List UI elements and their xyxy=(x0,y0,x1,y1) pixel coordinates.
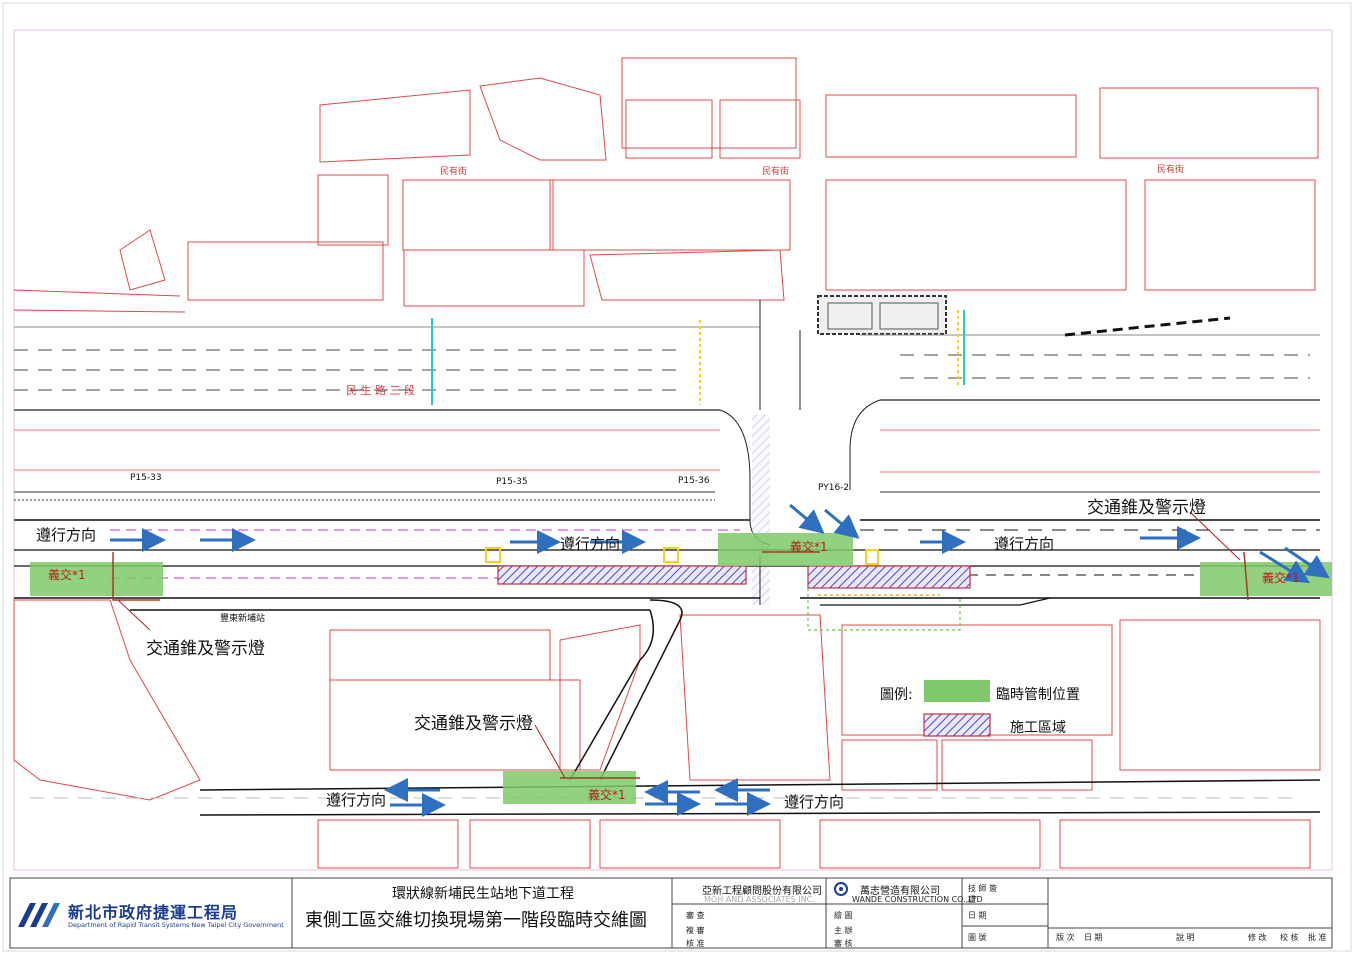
control-zone-west xyxy=(30,562,163,596)
consultant-english: MOH AND ASSOCIATES INC. xyxy=(704,895,815,904)
direction-label-center: 遵行方向 xyxy=(560,535,621,553)
pole-label-1: P15-33 xyxy=(130,473,162,483)
street-label-minyou-3: 民有街 xyxy=(1157,165,1185,175)
street-label-minyou-2: 民有街 xyxy=(762,167,790,177)
cone-callout-west: 交通錐及警示燈 xyxy=(146,639,265,659)
consultant-name: 亞新工程顧問股份有限公司 xyxy=(702,886,822,897)
road-name-label: 民 生 路 三 段 xyxy=(346,384,415,397)
rev-header-desc: 說 明 xyxy=(1176,933,1195,942)
pole-label-4: PY16-2 xyxy=(818,483,850,493)
contractor-english: WANDE CONSTRUCTION CO.,LTD xyxy=(852,895,983,904)
work-zones xyxy=(497,565,971,631)
drawing-number-label: 圖 號 xyxy=(968,933,987,942)
station-label: 豐東新埔站 xyxy=(220,614,266,624)
engineer-seal-label: 技 師 簽 證 xyxy=(968,884,998,904)
cone-lines xyxy=(112,551,1249,779)
legend-work-label: 施工區域 xyxy=(1010,720,1066,736)
agency-name: 新北市政府捷運工程局 xyxy=(68,903,239,922)
consultant-row-approve: 核 准 xyxy=(686,939,705,948)
rev-header-date: 日 期 xyxy=(1084,933,1103,942)
pole-label-3: P15-36 xyxy=(678,476,710,486)
legend-swatches xyxy=(923,680,991,737)
street-label-minyou-1: 民有街 xyxy=(440,167,468,177)
agency-logo-icon xyxy=(18,903,60,927)
project-title: 環狀線新埔民生站地下道工程 xyxy=(392,886,574,902)
contractor-row-lead: 主 辦 xyxy=(834,926,853,935)
direction-label-south-east: 遵行方向 xyxy=(784,793,845,811)
consultant-row-recheck: 複 審 xyxy=(686,926,705,935)
south-side-road xyxy=(30,597,1321,816)
work-zone-east xyxy=(807,565,971,589)
contractor-badge-icon xyxy=(834,882,848,896)
control-zone-center xyxy=(718,533,853,566)
median-strip xyxy=(14,429,1320,501)
control-zone-south xyxy=(503,771,636,804)
drawing-title: 東側工區交維切換現場第一階段臨時交維圖 xyxy=(305,910,647,931)
volunteer-flag-south: 義交*1 xyxy=(588,788,626,802)
rev-header-check: 校 核 xyxy=(1280,933,1299,942)
title-block-frame xyxy=(9,877,1333,949)
legend-control-label: 臨時管制位置 xyxy=(996,687,1080,703)
construction-block xyxy=(817,295,947,335)
agency-logo: 新北市政府捷運工程局 Department of Rapid Transit S… xyxy=(10,885,290,945)
direction-label-south-west: 遵行方向 xyxy=(326,791,387,809)
rev-header-approve: 批 准 xyxy=(1308,933,1327,942)
north-buildings xyxy=(13,57,1319,313)
direction-arrows xyxy=(110,503,1330,817)
rev-header-modify: 修 改 xyxy=(1248,933,1267,942)
agency-english: Department of Rapid Transit Systems New … xyxy=(68,921,284,929)
rev-header-version: 版 次 xyxy=(1056,933,1075,942)
work-zone-west xyxy=(497,565,747,585)
direction-label-east: 遵行方向 xyxy=(994,535,1055,553)
direction-label-nw: 遵行方向 xyxy=(36,526,97,544)
road-markings xyxy=(431,310,965,565)
callout-leaders xyxy=(117,511,1241,779)
cone-callout-south: 交通錐及警示燈 xyxy=(414,714,533,734)
volunteer-flag-east: 義交*1 xyxy=(1262,571,1300,585)
control-zones xyxy=(30,533,1332,804)
legend-control-swatch xyxy=(924,680,990,702)
cone-callout-east: 交通錐及警示燈 xyxy=(1087,498,1206,518)
main-road-north xyxy=(14,316,1320,411)
date-label: 日 期 xyxy=(968,911,987,920)
contractor-row-draw: 繪 圖 xyxy=(834,911,853,920)
contractor-name: 萬志營造有限公司 xyxy=(860,886,940,897)
volunteer-flag-west: 義交*1 xyxy=(48,568,86,582)
pole-label-2: P15-35 xyxy=(496,477,528,487)
main-road-south xyxy=(14,519,1320,599)
legend-work-swatch xyxy=(923,713,991,737)
legend-title: 圖例: xyxy=(880,687,913,703)
contractor-row-audit: 審 核 xyxy=(834,939,853,948)
consultant-row-review: 審 查 xyxy=(686,911,705,920)
volunteer-flag-center: 義交*1 xyxy=(790,540,828,554)
